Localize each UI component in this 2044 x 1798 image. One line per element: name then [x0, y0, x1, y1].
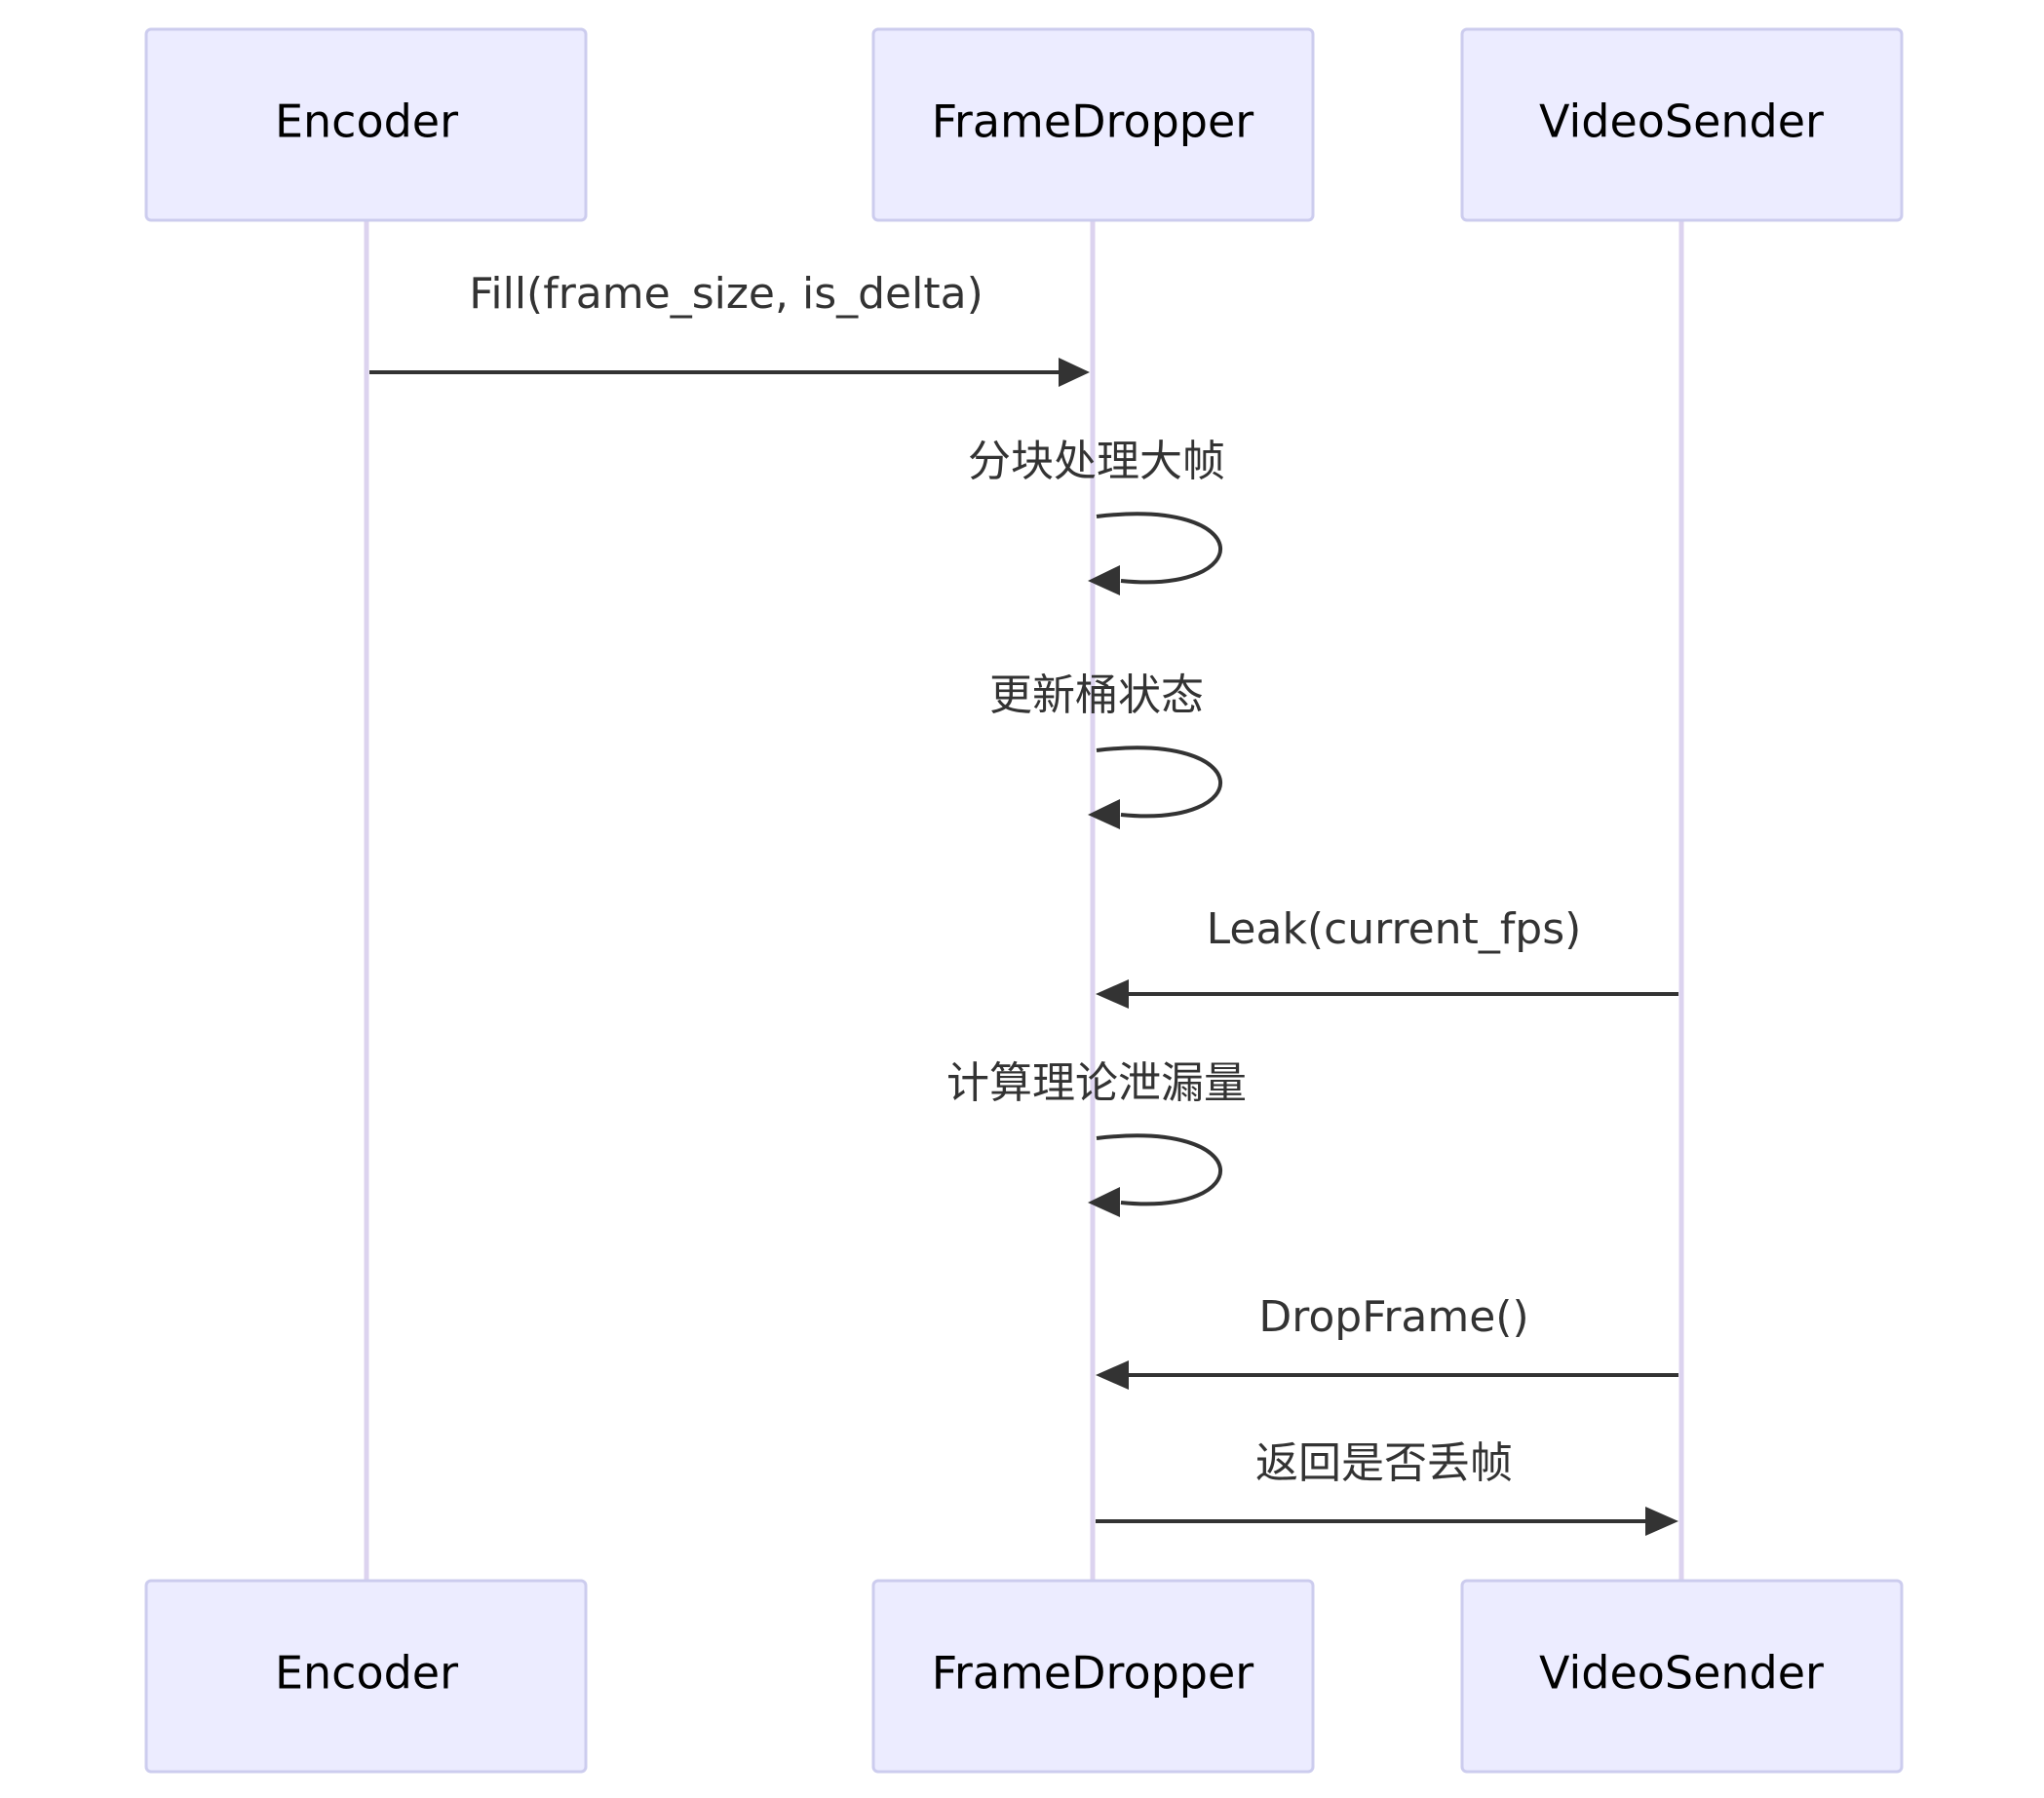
actor-top-videosender-label: VideoSender — [1539, 96, 1824, 148]
arrowhead-icon — [1088, 565, 1120, 595]
actor-top-encoder: Encoder — [144, 27, 588, 222]
arrowhead-icon — [1096, 1360, 1129, 1390]
message-fill-label: Fill(frame_size, is_delta) — [469, 269, 983, 319]
actor-bottom-encoder-label: Encoder — [275, 1647, 458, 1700]
arrowhead-icon — [1059, 358, 1090, 387]
message-leak-label: Leak(current_fps) — [1207, 904, 1582, 954]
actor-bottom-framedropper: FrameDropper — [871, 1579, 1315, 1774]
actor-top-encoder-label: Encoder — [275, 96, 458, 148]
message-fill: Fill(frame_size, is_delta) — [369, 269, 1090, 387]
actor-bottom-framedropper-label: FrameDropper — [932, 1647, 1253, 1700]
arrowhead-icon — [1088, 1187, 1120, 1217]
message-self-leak-calc: 计算理论泄漏量 — [946, 1058, 1247, 1217]
message-return-drop: 返回是否丢帧 — [1096, 1438, 1678, 1536]
arrowhead-icon — [1088, 799, 1120, 829]
message-dropframe-label: DropFrame() — [1258, 1292, 1528, 1342]
arrowhead-icon — [1645, 1507, 1678, 1536]
message-self-chunk: 分块处理大帧 — [968, 437, 1225, 595]
message-self-bucket: 更新桶状态 — [989, 670, 1223, 829]
message-leak: Leak(current_fps) — [1096, 904, 1678, 1009]
actor-bottom-videosender-label: VideoSender — [1539, 1647, 1824, 1700]
actor-top-framedropper: FrameDropper — [871, 27, 1315, 222]
message-dropframe: DropFrame() — [1096, 1292, 1678, 1390]
message-self-chunk-label: 分块处理大帧 — [968, 437, 1225, 486]
message-return-drop-label: 返回是否丢帧 — [1255, 1438, 1513, 1488]
actor-bottom-encoder: Encoder — [144, 1579, 588, 1774]
actor-top-videosender: VideoSender — [1460, 27, 1904, 222]
message-self-bucket-label: 更新桶状态 — [989, 670, 1204, 720]
message-self-leak-calc-label: 计算理论泄漏量 — [946, 1058, 1247, 1108]
actor-top-framedropper-label: FrameDropper — [932, 96, 1253, 148]
arrowhead-icon — [1096, 979, 1129, 1009]
actor-bottom-videosender: VideoSender — [1460, 1579, 1904, 1774]
